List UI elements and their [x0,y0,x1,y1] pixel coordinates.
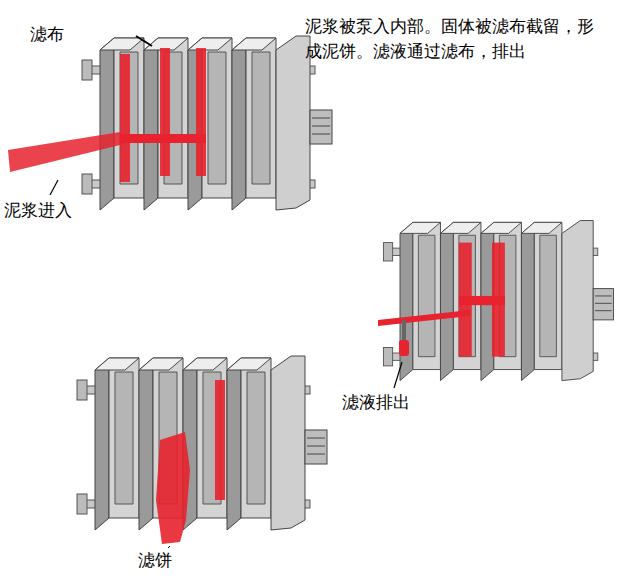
part-label: 滤布 [30,22,64,47]
part-label: 泥浆进入 [4,198,72,223]
part-label: 滤饼 [138,548,172,573]
part-label: 滤液排出 [342,390,410,415]
description-note: 泥浆被泵入内部。固体被滤布截留，形成泥饼。滤液通过滤布，排出 [305,14,595,63]
